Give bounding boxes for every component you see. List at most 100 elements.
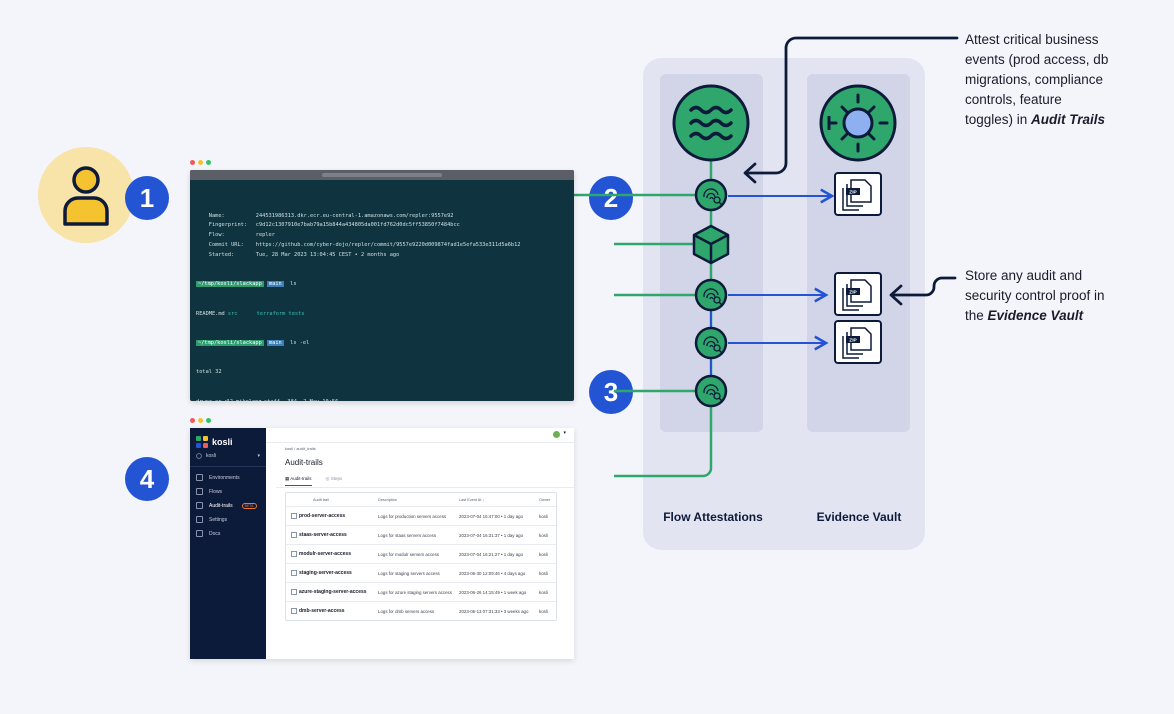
table-row[interactable]: azure-staging-server-access Logs for azur… xyxy=(286,582,556,601)
attestation-fingerprint-node xyxy=(694,326,728,360)
command: ls xyxy=(290,281,297,288)
info-key: Fingerprint: xyxy=(208,222,248,229)
audit-trail-last-event: 2023-07-04 16:21:27 • 1 day ago xyxy=(459,551,524,557)
info-value: 244531986313.dkr.ecr.eu-central-1.amazon… xyxy=(255,212,454,219)
ls-entry: drwxr-xr-x12mikelongstaff384 2 May 10:56… xyxy=(196,398,568,401)
tabs: ▦ Audit-trails ◎ Steps xyxy=(285,476,342,486)
audit-trail-name[interactable]: staging-server-access xyxy=(299,570,352,577)
tab-steps[interactable]: ◎ Steps xyxy=(326,476,343,486)
attestation-fingerprint-node xyxy=(694,178,728,212)
audit-trail-description: Logs for azure staging servers access xyxy=(378,589,452,595)
ls-file: tests xyxy=(288,310,305,317)
audit-trail-name[interactable]: prod-server-access xyxy=(299,513,346,520)
prompt-path: ~/tmp/kosli/slackapp xyxy=(196,339,264,346)
evidence-vault-column xyxy=(807,74,910,432)
info-key: Flow: xyxy=(208,232,225,239)
sidebar-item-settings[interactable]: Settings xyxy=(196,516,227,523)
sidebar-item-audit-trails[interactable]: Audit-trails BETA xyxy=(196,502,257,509)
column-header[interactable]: Last Event At ↓ xyxy=(459,497,485,502)
app-topbar: ▾ xyxy=(266,428,574,443)
chevron-down-icon: ▾ xyxy=(257,453,260,459)
table-row[interactable]: staging-server-access Logs for staging se… xyxy=(286,563,556,582)
ls-grp: staff xyxy=(264,398,284,401)
sidebar-item-label: Settings xyxy=(209,516,228,523)
audit-trail-name[interactable]: dmb-server-access xyxy=(299,608,345,615)
audit-trail-owner: kosli xyxy=(539,608,548,614)
audit-trails-icon xyxy=(196,502,203,509)
app-brand: kosli xyxy=(212,437,233,447)
org-selector[interactable]: kosli ▾ xyxy=(196,453,260,459)
callout-line: events (prod access, db xyxy=(965,52,1109,67)
info-value: c9d12c1307910e7bab79a15b844a434805da001f… xyxy=(255,222,460,229)
zip-label: ZIP xyxy=(849,338,857,344)
artifact-info-line: Started:Tue, 28 Mar 2023 13:04:45 CEST •… xyxy=(196,251,568,261)
callout-line: Store any audit and xyxy=(965,268,1083,283)
user-menu-avatar-icon[interactable] xyxy=(553,431,560,438)
audit-trail-last-event: 2023-07-04 16:47:00 • 1 day ago xyxy=(459,513,524,519)
audit-trail-name[interactable]: modulr-server-access xyxy=(299,551,351,558)
tab-icon: ▦ xyxy=(285,476,291,481)
sidebar-item-label: Environments xyxy=(209,474,240,481)
callout-line: migrations, compliance xyxy=(965,72,1104,87)
artifact-info-line: Name: 244531986313.dkr.ecr.eu-central-1.a… xyxy=(196,212,568,222)
ls-size: 384 xyxy=(284,398,300,401)
ls-n: 12 xyxy=(226,398,236,401)
zip-label: ZIP xyxy=(849,290,857,296)
ls-file: terraform xyxy=(256,310,286,317)
sidebar-item-docs[interactable]: Docs xyxy=(196,530,220,537)
evidence-vault-callout: Store any audit and security control pro… xyxy=(965,266,1105,326)
audit-trail-icon xyxy=(291,550,297,557)
audit-trail-icon xyxy=(291,607,297,614)
tab-label: Audit-trails xyxy=(290,476,312,481)
column-header[interactable]: Audit trail xyxy=(313,497,329,502)
org-icon xyxy=(196,453,202,459)
audit-trail-name[interactable]: staas-server-access xyxy=(299,532,347,539)
audit-trail-last-event: 2023-06-13 07:31:33 • 3 weeks ago xyxy=(459,608,529,614)
step-4-badge: 4 xyxy=(125,457,169,501)
column-header[interactable]: Description xyxy=(378,497,397,502)
column-header[interactable]: Owner xyxy=(539,497,551,502)
callout-line: security control proof in xyxy=(965,288,1105,303)
evidence-vault-emphasis: Evidence Vault xyxy=(987,308,1084,323)
audit-trail-name[interactable]: azure-staging-server-access xyxy=(299,589,367,596)
audit-trail-last-event: 2023-07-04 16:31:37 • 1 day ago xyxy=(459,532,524,538)
audit-trail-owner: kosli xyxy=(539,513,548,519)
info-key: Name: xyxy=(208,212,225,219)
prompt-path: ~/tmp/kosli/slackapp xyxy=(196,281,264,288)
terminal-output: Name: 244531986313.dkr.ecr.eu-central-1.a… xyxy=(190,180,574,401)
tab-audit-trails[interactable]: ▦ Audit-trails xyxy=(285,476,312,486)
chevron-down-icon: ▾ xyxy=(563,430,566,436)
callout-text: toggles) in xyxy=(965,112,1032,127)
callout-text: the xyxy=(965,308,988,323)
sidebar-item-label: Audit-trails xyxy=(209,502,233,509)
beta-badge: BETA xyxy=(241,502,257,509)
evidence-vault-label: Evidence Vault xyxy=(817,510,902,524)
ls-file: README.md xyxy=(196,310,225,317)
user-avatar-circle xyxy=(38,147,134,243)
audit-trail-description: Logs for staging servers access xyxy=(378,570,440,576)
sidebar-item-flows[interactable]: Flows xyxy=(196,488,222,495)
audit-trail-owner: kosli xyxy=(539,589,548,595)
audit-trail-last-event: 2023-06-26 14:15:49 • 1 week ago xyxy=(459,589,527,595)
flow-waves-icon xyxy=(672,84,750,162)
environments-icon xyxy=(196,474,203,481)
command: ls -el xyxy=(290,339,310,346)
step-1-badge: 1 xyxy=(125,176,169,220)
step-2-badge: 2 xyxy=(589,176,633,220)
audit-trail-icon xyxy=(291,531,297,538)
sidebar-item-label: Docs xyxy=(209,530,221,537)
ls-name: . xyxy=(344,398,347,401)
sidebar-item-environments[interactable]: Environments xyxy=(196,474,240,481)
info-key: Started: xyxy=(208,251,235,258)
app-logo: kosli xyxy=(196,436,233,448)
kosli-logo-icon xyxy=(196,436,208,448)
prompt-branch: main xyxy=(266,281,284,288)
app-main: ▾ kosli / audit_trails Audit-trails ▦ Au… xyxy=(266,428,574,659)
audit-trail-owner: kosli xyxy=(539,570,548,576)
ls-user: mikelong xyxy=(236,398,264,401)
